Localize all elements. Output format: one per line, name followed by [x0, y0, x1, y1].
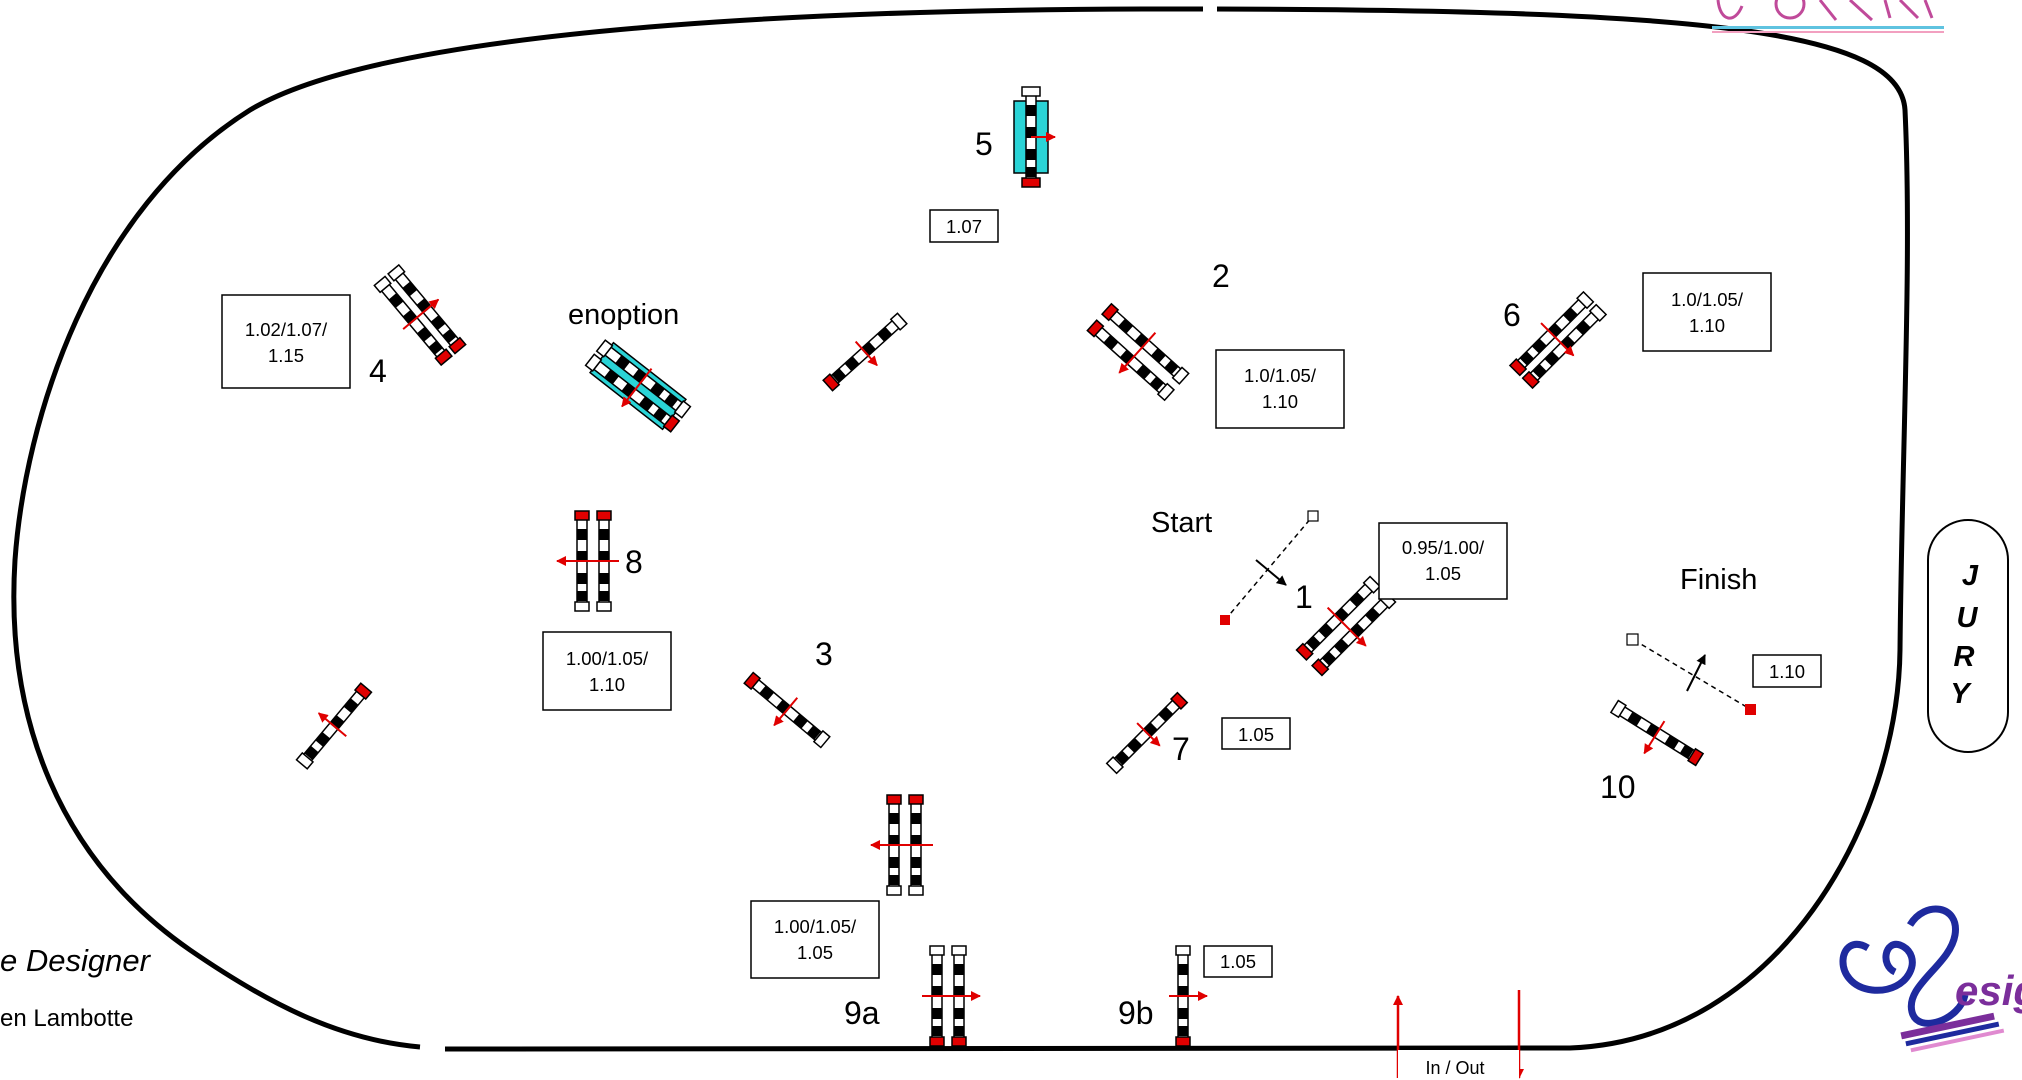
- designer-logo: esign: [1839, 905, 2022, 1053]
- jump-4-heights: 1.02/1.07/ 1.15: [221, 294, 351, 389]
- svg-text:U: U: [1957, 602, 1979, 634]
- option-label: enoption: [568, 299, 679, 331]
- jump-2: [1086, 302, 1190, 402]
- jump-4: [373, 263, 467, 367]
- bottom-oxer: [870, 794, 933, 896]
- svg-text:esign: esign: [1955, 967, 2022, 1014]
- svg-text:R: R: [1954, 641, 1975, 673]
- left-vertical: [295, 682, 373, 770]
- jump-5-number: 5: [975, 126, 993, 162]
- jump-1-number: 1: [1295, 579, 1313, 615]
- jury-box: J U R Y: [1927, 519, 2009, 753]
- jump-5-heights: 1.07: [929, 209, 999, 243]
- svg-text:In / Out: In / Out: [1425, 1058, 1484, 1078]
- svg-text:1.00/1.05/: 1.00/1.05/: [774, 916, 857, 937]
- finish-line: [1626, 633, 1756, 715]
- svg-text:1.05: 1.05: [1220, 951, 1256, 972]
- jump-3: [743, 671, 831, 749]
- jump-1: [1295, 575, 1397, 677]
- svg-text:1.02/1.07/: 1.02/1.07/: [245, 319, 328, 340]
- jump-9b-heights: 1.05: [1203, 945, 1273, 978]
- jump-6-number: 6: [1503, 297, 1521, 333]
- svg-text:1.05: 1.05: [1238, 724, 1274, 745]
- jump-3-number: 3: [815, 636, 833, 672]
- svg-text:1.07: 1.07: [946, 216, 982, 237]
- jump-1-heights: 0.95/1.00/ 1.05: [1378, 522, 1508, 600]
- svg-text:J: J: [1962, 560, 1979, 592]
- svg-text:0.95/1.00/: 0.95/1.00/: [1402, 537, 1485, 558]
- arena-fence: [11, 0, 1910, 1052]
- jump-7-number: 7: [1172, 731, 1190, 767]
- svg-text:1.05: 1.05: [797, 942, 833, 963]
- option-vertical: [822, 312, 908, 392]
- jump-7: [1105, 691, 1189, 775]
- jump-9a-heights: 1.00/1.05/ 1.05: [750, 900, 880, 979]
- svg-text:1.0/1.05/: 1.0/1.05/: [1671, 289, 1744, 310]
- svg-text:1.00/1.05/: 1.00/1.05/: [566, 648, 649, 669]
- option-jump: [584, 339, 692, 433]
- credits-name: en Lambotte: [0, 1005, 133, 1032]
- jump-7-heights: 1.05: [1221, 717, 1291, 750]
- jump-8-number: 8: [625, 544, 643, 580]
- jump-9b-number: 9b: [1118, 995, 1154, 1031]
- svg-text:1.15: 1.15: [268, 345, 304, 366]
- jump-2-number: 2: [1212, 258, 1230, 294]
- jump-10-heights: 1.10: [1752, 654, 1822, 688]
- jump-9a-number: 9a: [844, 995, 880, 1031]
- jump-5: [1013, 86, 1056, 188]
- svg-text:1.10: 1.10: [1262, 391, 1298, 412]
- jump-9a: [922, 945, 981, 1047]
- svg-text:1.10: 1.10: [1769, 661, 1805, 682]
- jump-10: [1609, 699, 1705, 767]
- start-label: Start: [1151, 507, 1212, 539]
- jump-4-number: 4: [369, 353, 387, 389]
- jump-6-heights: 1.0/1.05/ 1.10: [1642, 272, 1772, 352]
- jump-9b: [1169, 945, 1208, 1047]
- svg-text:1.0/1.05/: 1.0/1.05/: [1244, 365, 1317, 386]
- svg-text:1.10: 1.10: [1689, 315, 1725, 336]
- credits-designer: e Designer: [0, 943, 152, 978]
- svg-text:Y: Y: [1950, 678, 1972, 710]
- svg-text:1.05: 1.05: [1425, 563, 1461, 584]
- jump-8-heights: 1.00/1.05/ 1.10: [542, 631, 672, 711]
- start-line: [1220, 510, 1319, 625]
- finish-label: Finish: [1680, 564, 1757, 596]
- jump-2-heights: 1.0/1.05/ 1.10: [1215, 349, 1345, 429]
- in-out-gate: In / Out: [1393, 990, 1524, 1080]
- svg-text:1.10: 1.10: [589, 674, 625, 695]
- sponsor-logo: [1712, 0, 1944, 33]
- jump-10-number: 10: [1600, 769, 1636, 805]
- jump-8: [556, 510, 619, 612]
- jump-6: [1508, 290, 1608, 390]
